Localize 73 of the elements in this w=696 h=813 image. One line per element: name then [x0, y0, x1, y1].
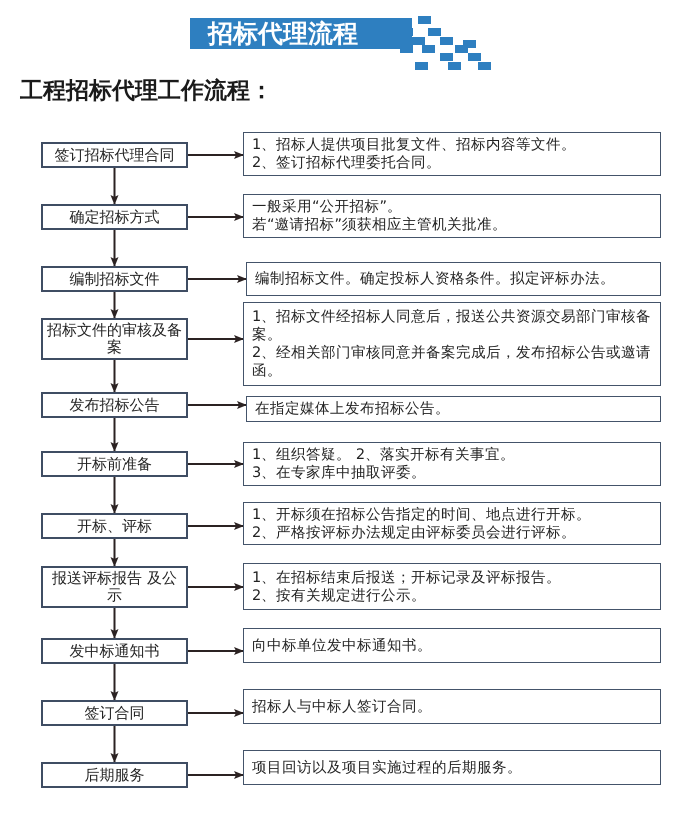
arrow: [110, 664, 118, 701]
arrow: [188, 647, 244, 655]
step-label: 后期服务: [84, 766, 144, 784]
description-text: 1、组织答疑。 2、落实开标有关事宜。: [252, 446, 516, 464]
step-label: 发中标通知书: [70, 642, 160, 660]
arrow: [188, 771, 244, 779]
arrow: [110, 292, 118, 319]
arrow: [110, 477, 118, 514]
description-box: [243, 132, 661, 176]
step-box: [41, 513, 188, 539]
description-text: 项目回访以及项目实施过程的后期服务。: [252, 758, 523, 776]
description-text: 2、签订招标代理委托合同。: [252, 154, 442, 172]
step-label: 招标文件的审核及备案: [47, 322, 182, 356]
step-box: [41, 204, 188, 230]
arrow: [188, 151, 244, 159]
description-box: [243, 302, 661, 386]
arrow: [110, 608, 118, 639]
description-box: [243, 689, 661, 724]
step-box: [41, 142, 188, 168]
description-text: 一般采用“公开招标”。: [252, 198, 404, 216]
step-box: [41, 318, 188, 360]
description-text: 向中标单位发中标通知书。: [252, 636, 433, 654]
step-label: 签订招标代理合同: [54, 146, 174, 164]
step-label: 编制招标文件: [70, 270, 160, 288]
step-box: [41, 392, 188, 418]
description-text: 1、在招标结束后报送；开标记录及评标报告。: [252, 568, 562, 586]
step-label: 确定招标方式: [70, 208, 160, 226]
arrow: [110, 726, 118, 763]
step-box: [41, 451, 188, 477]
description-box: [243, 502, 661, 545]
arrow: [188, 583, 244, 591]
description-box: [246, 396, 661, 422]
step-box: [41, 700, 188, 726]
step-label: 报送评标报告 及公示: [51, 570, 178, 604]
arrow: [188, 401, 247, 409]
step-box: [41, 266, 188, 292]
description-box: [243, 750, 661, 785]
step-label: 签订合同: [84, 704, 144, 722]
step-label: 开标前准备: [77, 456, 152, 472]
description-box: [246, 262, 661, 296]
arrow: [188, 522, 244, 530]
step-box: [41, 566, 188, 608]
arrow: [188, 460, 244, 468]
arrow: [110, 168, 118, 205]
arrow: [110, 539, 118, 567]
step-box: [41, 638, 188, 664]
heading: 工程招标代理工作流程：: [20, 77, 273, 106]
description-text: 1、开标须在招标公告指定的时间、地点进行开标。: [252, 506, 592, 524]
arrow: [188, 335, 244, 343]
description-text: 2、按有关规定进行公示。: [252, 586, 428, 604]
step-label: 发布招标公告: [70, 396, 160, 414]
title-banner: 招标代理流程: [190, 18, 412, 49]
step-label: 开标、评标: [77, 518, 152, 534]
description-box: [243, 442, 661, 486]
description-box: [243, 194, 661, 238]
arrow: [110, 230, 118, 267]
description-box: [243, 563, 661, 610]
arrow: [188, 275, 247, 283]
arrow: [188, 709, 244, 717]
description-text: 1、招标文件经招标人同意后，报送公共资源交易部门审核备案。: [252, 308, 652, 344]
arrow: [110, 360, 118, 393]
description-text: 3、在专家库中抽取评委。: [252, 464, 428, 482]
description-text: 招标人与中标人签订合同。: [252, 698, 433, 716]
arrow: [188, 213, 244, 221]
step-box: [41, 762, 188, 788]
description-text: 2、严格按评标办法规定由评标委员会进行评标。: [252, 524, 578, 542]
description-text: 1、招标人提供项目批复文件、招标内容等文件。: [252, 136, 578, 154]
description-text: 编制招标文件。确定投标人资格条件。拟定评标办法。: [255, 270, 616, 288]
description-box: [243, 628, 661, 663]
arrow: [110, 418, 118, 452]
description-text: 2、经相关部门审核同意并备案完成后，发布招标公告或邀请函。: [252, 344, 652, 380]
description-text: 若“邀请招标”须获相应主管机关批准。: [252, 216, 508, 234]
description-text: 在指定媒体上发布招标公告。: [255, 400, 451, 418]
